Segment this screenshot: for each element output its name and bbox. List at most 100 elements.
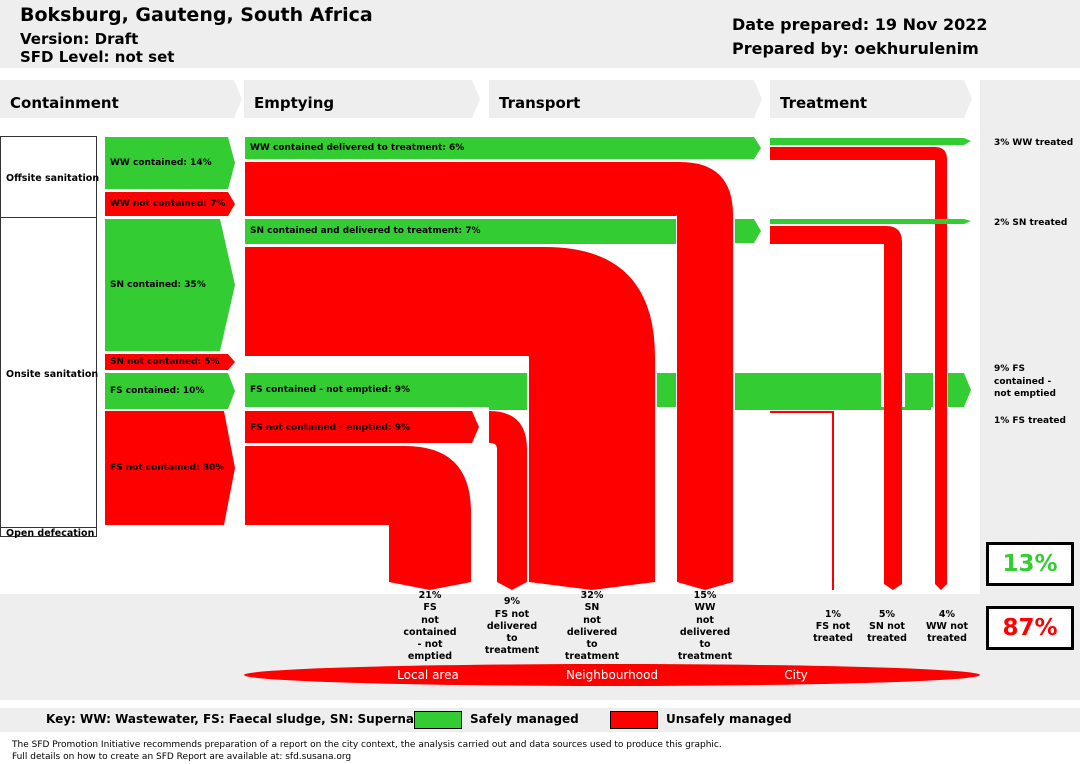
sn-delivered-arrow-tip [735, 219, 761, 243]
bottom-label-0-5: emptied [408, 651, 452, 662]
sfd-diagram: Containment Emptying Transport Treatment… [0, 80, 1080, 700]
prepared-by: Prepared by: oekhurulenim [732, 39, 979, 58]
bottom-label-4-2: treated [813, 633, 853, 644]
sfd-level-label: SFD Level: not set [20, 48, 175, 66]
version-label: Version: Draft [20, 30, 139, 48]
fs-not-emptied-label: FS contained - not emptied: 9% [250, 385, 410, 395]
stage-label-containment: Containment [10, 94, 119, 112]
bottom-label-6-1: WW not [926, 621, 969, 632]
ww-not-contained-label: WW not contained: 7% [110, 199, 225, 209]
bottom-label-1-4: treatment [485, 645, 540, 656]
bottom-label-2-4: to [586, 639, 598, 650]
bottom-label-1-2: delivered [487, 621, 537, 632]
bottom-label-0-1: FS [423, 602, 436, 613]
ww-not-contained-arrow [105, 192, 235, 216]
ww-not-treated-flow [770, 147, 947, 590]
fs-contained-label: FS contained: 10% [110, 386, 204, 396]
sn-not-treated-flow [770, 226, 902, 590]
bottom-label-2-3: delivered [567, 627, 617, 638]
area-ellipse [244, 664, 980, 686]
bottom-label-3-4: to [699, 639, 711, 650]
sn-delivered-label: SN contained and delivered to treatment:… [250, 226, 481, 236]
fs-treated-label: 1% FS treated [994, 416, 1066, 426]
unsafe-swatch [610, 711, 658, 729]
offsite-box [0, 136, 97, 218]
fs-emptied-label: FS not contained - emptied: 9% [250, 423, 410, 433]
bottom-label-2-5: treatment [565, 651, 620, 662]
sn-not-contained-arrow [105, 354, 235, 370]
city-title: Boksburg, Gauteng, South Africa [20, 4, 373, 26]
bottom-label-2-0: 32% [581, 590, 604, 601]
area-label-city: City [784, 668, 808, 682]
bottom-label-4-1: FS not [816, 621, 851, 632]
sn-not-contained-label: SN not contained: 5% [110, 357, 220, 367]
onsite-label: Onsite sanitation [6, 369, 98, 380]
bottom-label-6-0: 4% [939, 609, 956, 620]
fs-not-emptied-bar-3 [735, 373, 881, 407]
header-panel: Boksburg, Gauteng, South Africa Version:… [0, 0, 1080, 68]
footer-note-2: Full details on how to create an SFD Rep… [12, 752, 352, 762]
stage-emptying [244, 80, 480, 118]
fs-thin-green-2 [735, 407, 931, 410]
ww-not-delivered-flow [245, 162, 733, 590]
ww-delivered-label: WW contained delivered to treatment: 6% [250, 143, 464, 153]
safe-legend-label: Safely managed [470, 712, 579, 726]
stage-treatment [770, 80, 972, 118]
onsite-box [0, 217, 97, 528]
sn-not-delivered-flow [245, 247, 655, 590]
ww-contained-arrow [105, 137, 235, 189]
fs-not-emptied-arrow-tip [948, 373, 971, 407]
fs-thin-green [489, 407, 527, 410]
bottom-label-3-2: not [696, 615, 714, 626]
fs-not-emptied-outcome-1: 9% FS [994, 364, 1025, 374]
bottom-label-1-1: FS not [495, 609, 530, 620]
bottom-label-1-0: 9% [504, 596, 521, 607]
bottom-label-1-3: to [506, 633, 518, 644]
ww-contained-label: WW contained: 14% [110, 158, 212, 168]
bottom-label-3-0: 15% [694, 590, 717, 601]
fs-not-emptied-bar-4 [905, 373, 933, 407]
bottom-label-4-0: 1% [825, 609, 842, 620]
open-defecation-label: Open defecation [6, 528, 95, 539]
open-defecation-box [0, 527, 97, 537]
offsite-label: Offsite sanitation [6, 173, 99, 184]
fs-not-contained-label: FS not contained: 30% [110, 463, 224, 473]
bottom-label-0-4: - not [417, 639, 443, 650]
ww-treated-arrow [770, 138, 971, 145]
sn-treated-arrow [770, 219, 971, 224]
ww-delivered-arrow [245, 137, 761, 159]
bottom-label-0-2: not [421, 615, 439, 626]
unsafe-total-box: 87% [986, 606, 1074, 650]
bottom-label-3-3: delivered [680, 627, 730, 638]
bottom-label-3-5: treatment [678, 651, 733, 662]
bottom-labels: 21% FS not contained - not emptied 9% FS… [403, 590, 968, 662]
bottom-label-5-2: treated [867, 633, 907, 644]
fs-not-emptied-bar-2 [657, 373, 676, 407]
bottom-label-2-2: not [583, 615, 601, 626]
bottom-label-5-1: SN not [869, 621, 905, 632]
fs-not-delivered-flow [489, 411, 527, 590]
bottom-label-2-1: SN [585, 602, 600, 613]
unsafe-legend-label: Unsafely managed [666, 712, 792, 726]
ww-treated-label: 3% WW treated [994, 138, 1073, 148]
sn-delivered-bar [245, 219, 676, 244]
fs-contained-arrow [105, 373, 235, 409]
sn-contained-arrow [105, 219, 235, 351]
fs-not-contained-arrow [105, 411, 235, 525]
key-bar: Key: WW: Wastewater, FS: Faecal sludge, … [0, 708, 1080, 732]
fs-emptied-arrow [245, 411, 479, 443]
date-prepared: Date prepared: 19 Nov 2022 [732, 15, 988, 34]
footer-note-1: The SFD Promotion Initiative recommends … [12, 740, 722, 750]
outcome-panel [980, 80, 1080, 594]
fs-not-emptied-bar [245, 373, 527, 407]
bottom-label-0-3: contained [403, 627, 456, 638]
stage-transport [489, 80, 762, 118]
fs-not-emptied-outcome-2: contained - [994, 377, 1051, 387]
bottom-label-3-1: WW [695, 602, 716, 613]
stage-label-emptying: Emptying [254, 94, 334, 112]
bottom-label-6-2: treated [927, 633, 967, 644]
safe-swatch [414, 711, 462, 729]
fs-not-treated-flow [770, 411, 834, 590]
stage-label-transport: Transport [499, 94, 580, 112]
stage-containment [0, 80, 242, 118]
